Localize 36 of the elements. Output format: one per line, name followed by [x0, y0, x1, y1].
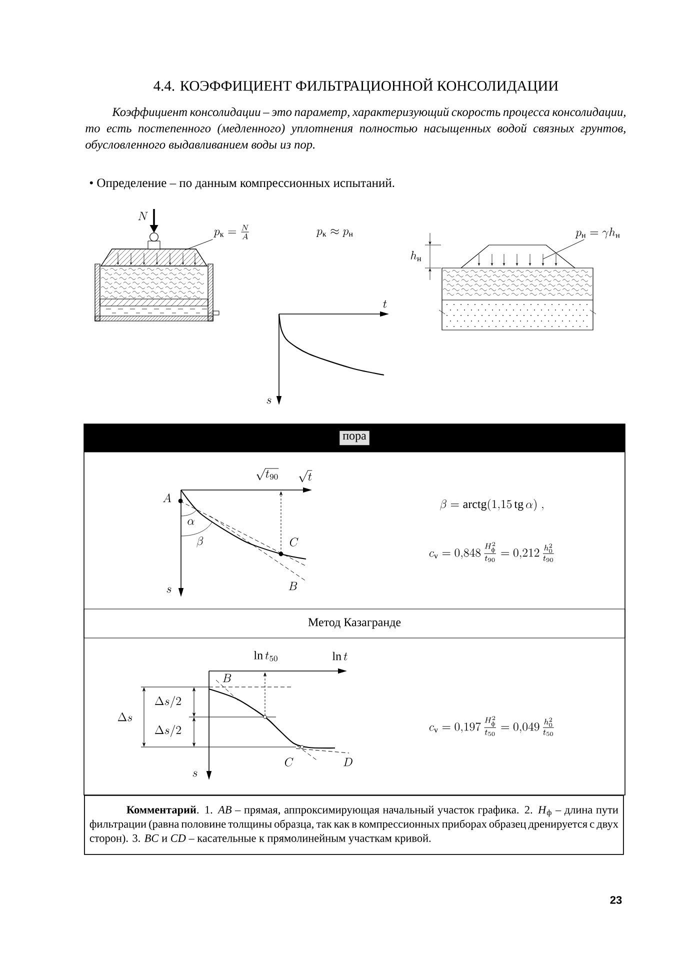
formula: $c_{\text{v}} = 0{,}848\,\frac{H_{\text{ф}}^{2}}{t_{90}} = 0{,}212\,\frac{h_{0}^{2}}{t_{90}}$: [429, 542, 554, 562]
axis-label: $t$: [383, 300, 387, 308]
axis-label: $\sqrt{t}$: [298, 470, 312, 482]
axis-label: $s$: [166, 587, 172, 593]
force-label: $N$: [138, 212, 148, 220]
point-label: $D$: [344, 758, 352, 766]
point-label: $A$: [163, 494, 172, 502]
dimension-label: $\Delta s$: [118, 712, 132, 722]
section-header: Метод Казагранде: [84, 608, 626, 638]
point-label: $C$: [290, 538, 298, 546]
point-label: $B$: [222, 674, 232, 682]
axis-label: $s$: [266, 398, 272, 404]
formula: $p_{\text{к}} = \frac{N}{A}$: [212, 224, 252, 240]
header-band: пора: [84, 424, 625, 452]
leader-line: [184, 239, 213, 250]
dimension-label: $\Delta s/2$: [155, 725, 181, 737]
formula: $\beta = \mathrm{arctg}(1{,}15\,\mathrm{tg}\,\alpha)\;,$: [440, 499, 544, 512]
definition-paragraph: Коэффициент консолидации – это параметр, характеризующий скорость процесса консолидации, то есть постепенного (медленного) уплотнения полностью насыщенных водой связных грунтов, обусловленного выдавливанием воды из пор.: [86, 107, 626, 152]
page-number: 23: [610, 896, 622, 904]
axis-label: $\sqrt{t_{90}}$: [256, 468, 279, 480]
point-label: $C$: [284, 758, 294, 766]
angle-label: $\beta$: [196, 536, 204, 548]
formula: $p_{\text{к}} \approx p_{\text{н}}$: [316, 228, 353, 238]
dimension-label: $\Delta s/2$: [155, 696, 181, 708]
angle-label: $\alpha$: [188, 519, 194, 525]
dimension-label: $h_{\text{н}}$: [410, 250, 422, 262]
axis-label: $\ln t$: [332, 652, 348, 660]
point-label: $B$: [288, 582, 298, 590]
heading: 4.4. КОЭФФИЦИЕНТ ФИЛЬТРАЦИОННОЙ КОНСОЛИДАЦИИ: [154, 78, 558, 94]
formula: $p_{\text{н}} = \gamma h_{\text{н}}$: [574, 226, 622, 240]
bullet-item: • Определение – по данным компрессионных испытаний.: [90, 178, 394, 190]
formula: $c_{\text{v}} = 0{,}197\,\frac{H_{\text{ф}}^{2}}{t_{50}} = 0{,}049\,\frac{h_{0}^{2}}{t_{50}}$: [429, 716, 554, 736]
comment-box: Комментарий. 1. AB – прямая, аппроксимирующая начальный участок графика. 2. H$_{ф}$ – длина пути фильтрации (равна половине толщины образца, так как в компрессионных приборах образец дренируется с двух сторон). 3. BC и CD – касательные к прямолинейным участкам кривой.: [84, 795, 624, 855]
axis-label: $s$: [192, 771, 198, 777]
leader-line: [542, 239, 584, 260]
axis-label: $\ln t_{50}$: [254, 650, 278, 662]
